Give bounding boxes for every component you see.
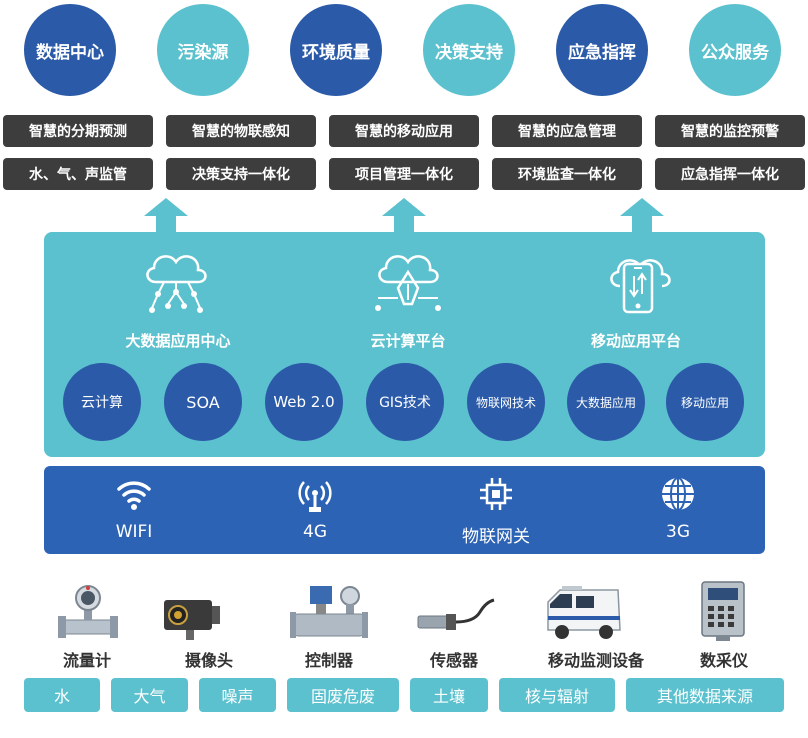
- capability-caption: 水、气、声监管: [3, 158, 153, 190]
- data-source-noise: 噪声: [199, 678, 276, 712]
- network-label-wifi: WIFI: [115, 522, 153, 542]
- platform-label-big-data: 大数据应用中心: [125, 332, 231, 350]
- device-label-data-logger: 数采仪: [699, 651, 748, 670]
- top-category-pollution-source: 污染源: [157, 4, 249, 96]
- cloud-network-icon: [146, 255, 207, 313]
- antenna-icon: [298, 481, 332, 512]
- capability-caption: 决策支持一体化: [166, 158, 316, 190]
- capability-caption: 智慧的监控预警: [655, 115, 805, 147]
- data-source-other: 其他数据来源: [626, 678, 784, 712]
- data-source-nuclear-radiation: 核与辐射: [499, 678, 615, 712]
- tech-iot: 物联网技术: [467, 363, 545, 441]
- controller-valve-icon: [290, 586, 368, 638]
- capability-caption: 环境监查一体化: [492, 158, 642, 190]
- capability-caption: 智慧的移动应用: [329, 115, 479, 147]
- network-label-4g: 4G: [303, 522, 327, 542]
- data-source-water: 水: [24, 678, 100, 712]
- cloud-mobile-icon: [610, 259, 671, 314]
- tech-cloud-computing: 云计算: [63, 363, 141, 441]
- network-label-iot-gateway: 物联网关: [462, 527, 530, 547]
- arrow-up-icon: [620, 198, 664, 234]
- tech-mobile-app: 移动应用: [666, 363, 744, 441]
- data-source-solid-waste: 固废危废: [287, 678, 399, 712]
- top-category-environment-quality: 环境质量: [290, 4, 382, 96]
- chip-icon: [480, 478, 512, 510]
- top-category-public-service: 公众服务: [689, 4, 781, 96]
- monitoring-van-icon: [547, 586, 621, 639]
- network-panel: [44, 466, 765, 554]
- network-label-3g: 3G: [666, 522, 690, 542]
- data-source-air: 大气: [111, 678, 188, 712]
- tech-big-data-app: 大数据应用: [567, 363, 645, 441]
- arrow-up-icon: [382, 198, 426, 234]
- capability-caption: 应急指挥一体化: [655, 158, 805, 190]
- camera-icon: [164, 600, 220, 640]
- device-label-sensor: 传感器: [429, 651, 478, 670]
- device-label-flowmeter: 流量计: [62, 651, 111, 670]
- device-label-mobile-monitor: 移动监测设备: [547, 651, 644, 670]
- tech-gis: GIS技术: [366, 363, 444, 441]
- wifi-icon: [117, 481, 151, 510]
- flowmeter-icon: [58, 585, 118, 638]
- sensor-probe-icon: [417, 598, 495, 630]
- capability-caption: 智慧的物联感知: [166, 115, 316, 147]
- device-label-controller: 控制器: [304, 651, 353, 670]
- platform-label-mobile: 移动应用平台: [590, 332, 681, 350]
- capability-caption: 智慧的应急管理: [492, 115, 642, 147]
- platform-label-cloud: 云计算平台: [370, 332, 446, 350]
- globe-icon: [662, 477, 694, 511]
- capability-caption: 项目管理一体化: [329, 158, 479, 190]
- top-category-data-center: 数据中心: [24, 4, 116, 96]
- tech-soa: SOA: [164, 363, 242, 441]
- top-category-emergency-command: 应急指挥: [556, 4, 648, 96]
- top-category-decision-support: 决策支持: [423, 4, 515, 96]
- device-label-camera: 摄像头: [184, 651, 233, 670]
- data-logger-icon: [701, 581, 745, 641]
- capability-caption: 智慧的分期预测: [3, 115, 153, 147]
- tech-web2: Web 2.0: [265, 363, 343, 441]
- arrow-up-icon: [144, 198, 188, 234]
- data-source-soil: 土壤: [410, 678, 488, 712]
- cloud-pen-icon: [375, 255, 441, 311]
